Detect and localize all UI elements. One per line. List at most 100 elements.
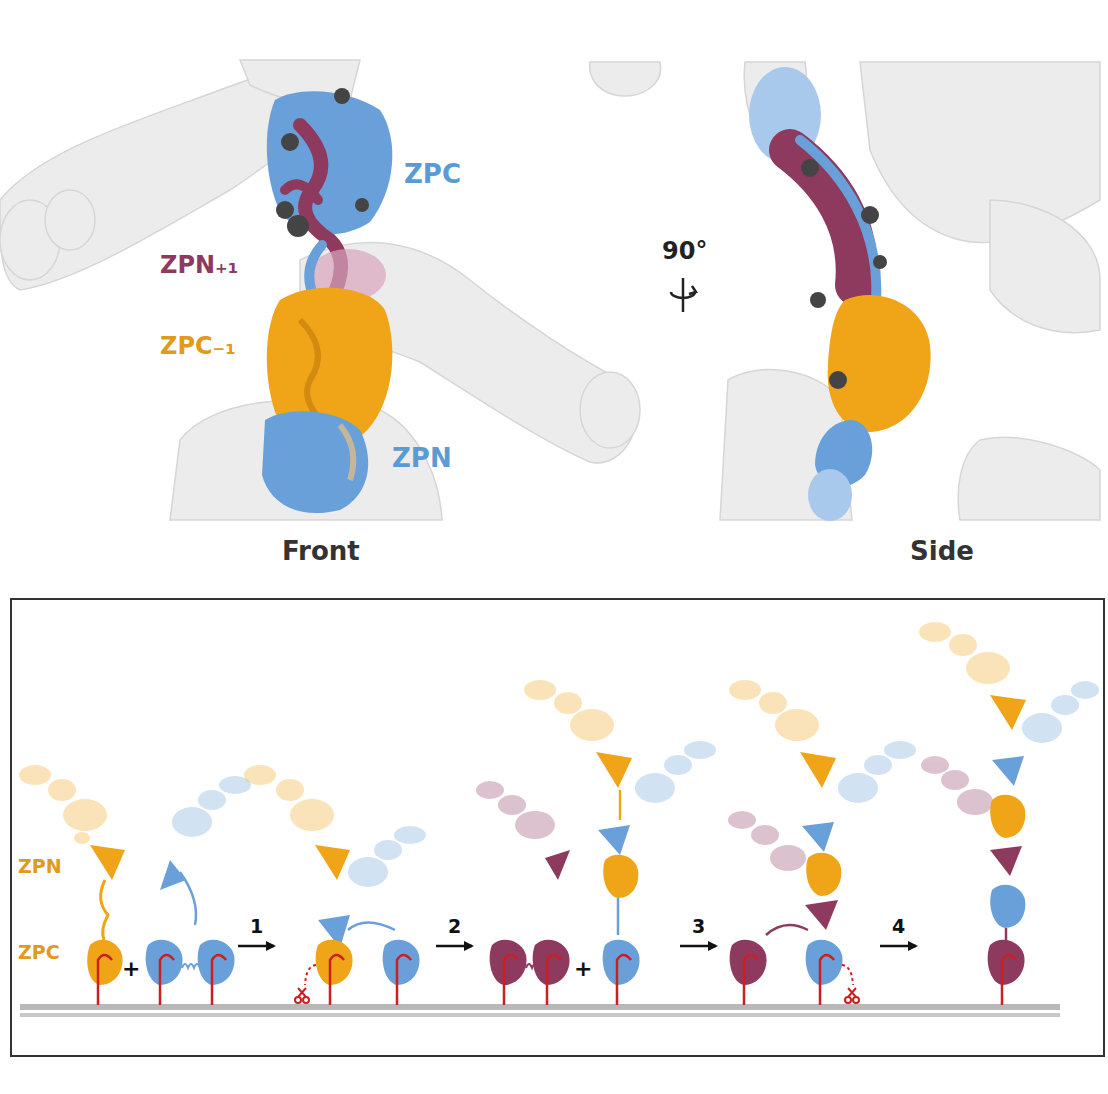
view-label: Side	[910, 537, 974, 567]
illustration-shape	[267, 91, 393, 234]
protein-label: ZPN₊₁	[160, 252, 238, 280]
illustration-shape	[949, 634, 977, 656]
illustration-shape	[172, 776, 251, 837]
illustration-shape	[848, 988, 856, 997]
front-density	[262, 88, 392, 513]
zp-filament-stage-f	[919, 622, 1099, 1005]
illustration-shape	[476, 781, 555, 839]
rotation-icon	[671, 278, 696, 312]
illustration-shape	[172, 807, 212, 837]
domain-label: ZPN	[18, 856, 62, 878]
illustration-shape	[861, 206, 879, 224]
illustration-shape	[853, 997, 859, 1003]
side-envelope	[720, 62, 1100, 520]
illustration-shape	[276, 779, 304, 801]
illustration-shape	[838, 741, 916, 803]
label-slot: 2	[448, 916, 461, 938]
protein-label: ZPC	[404, 160, 461, 190]
plus-sign: +	[122, 956, 140, 981]
illustration-shape	[285, 184, 318, 200]
illustration-shape	[524, 680, 556, 700]
illustration-shape	[515, 811, 555, 839]
label-slot: Front	[282, 537, 360, 567]
illustration-shape	[590, 62, 661, 96]
illustration-shape	[848, 988, 856, 997]
illustration-shape	[180, 872, 196, 925]
illustration-shape	[729, 680, 819, 741]
zp-filament-stage-d	[524, 680, 716, 1005]
illustration-shape	[287, 215, 309, 237]
domain-label: ZPC	[18, 942, 60, 964]
illustration-shape	[498, 795, 526, 815]
rotation-label: 90°	[662, 238, 707, 266]
panel-frame	[11, 599, 1104, 1056]
scissors-icon	[845, 988, 859, 1003]
illustration-shape	[20, 1004, 1060, 1010]
illustration-shape	[921, 756, 949, 774]
label-slot: 1	[250, 916, 263, 938]
illustration-shape	[355, 198, 369, 212]
illustration-shape	[680, 945, 716, 948]
illustration-shape	[383, 940, 420, 985]
membrane	[20, 1004, 1060, 1017]
illustration-shape	[526, 964, 538, 968]
illustration-shape	[1022, 713, 1062, 743]
illustration-shape	[244, 765, 334, 831]
label-slot: ZPC	[18, 942, 60, 964]
illustration-shape	[316, 940, 353, 985]
illustration-shape	[635, 773, 675, 803]
label-slot: +	[574, 956, 592, 981]
illustration-shape	[330, 955, 344, 1005]
illustration-shape	[74, 832, 90, 844]
illustration-shape	[617, 955, 631, 1005]
illustration-shape	[315, 845, 350, 880]
illustration-shape	[828, 295, 931, 432]
zp-dimer-purple	[476, 781, 570, 1005]
illustration-shape	[617, 898, 620, 935]
view-label: Front	[282, 537, 360, 567]
illustration-shape	[1022, 681, 1099, 743]
illustration-shape	[19, 765, 107, 844]
label-slot: ZPN	[392, 444, 452, 474]
illustration-shape	[744, 955, 758, 1005]
label-slot: 4	[892, 916, 905, 938]
illustration-shape	[348, 826, 426, 887]
illustration-shape	[547, 955, 561, 1005]
illustration-shape	[728, 811, 806, 871]
illustration-shape	[533, 940, 570, 985]
illustration-shape	[990, 200, 1100, 333]
illustration-shape	[334, 88, 350, 104]
illustration-shape	[48, 779, 76, 801]
illustration-shape	[751, 825, 779, 845]
illustration-shape	[1071, 681, 1099, 699]
illustration-shape	[198, 940, 235, 985]
illustration-shape	[845, 997, 851, 1003]
illustration-shape	[766, 925, 808, 935]
illustration-shape	[990, 695, 1026, 730]
illustration-shape	[619, 790, 622, 820]
illustration-shape	[101, 880, 108, 940]
illustration-shape	[244, 765, 276, 785]
label-slot: +	[122, 956, 140, 981]
illustration-shape	[941, 770, 969, 790]
protein-label: ZPN	[392, 444, 452, 474]
illustration-shape	[990, 795, 1025, 838]
illustration-shape	[635, 741, 716, 803]
illustration-shape	[808, 469, 852, 521]
illustration-shape	[262, 411, 368, 513]
illustration-shape	[810, 292, 826, 308]
illustration-shape	[860, 62, 1100, 243]
illustration-shape	[842, 965, 853, 985]
illustration-shape	[524, 680, 614, 741]
zp-filament-stage-e	[728, 680, 916, 1005]
illustration-shape	[300, 320, 325, 425]
label-slot: 90°	[662, 238, 707, 266]
illustration-shape	[98, 955, 112, 1005]
illustration-shape	[303, 997, 309, 1003]
illustration-shape	[298, 988, 306, 997]
illustration-shape	[759, 692, 787, 714]
illustration-shape	[212, 955, 226, 1005]
zp-heterodimer	[244, 765, 426, 1005]
callout-number: 4	[892, 916, 905, 938]
